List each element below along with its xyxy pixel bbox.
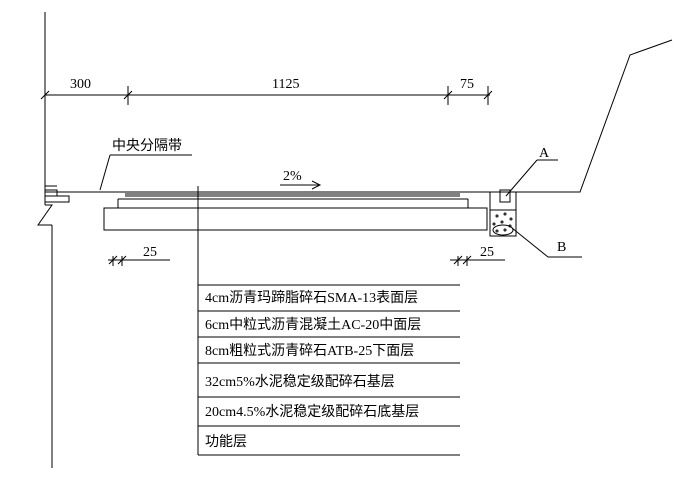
callout-b-leader: [511, 227, 582, 258]
side-slope: [516, 39, 673, 193]
bottom-dim-left: [108, 255, 170, 266]
dim-1125: 1125: [272, 77, 299, 92]
pavement-layers: [103, 193, 488, 231]
dim-75: 75: [460, 77, 474, 92]
dim-left-25: 25: [143, 245, 157, 260]
bottom-dim-right: [450, 255, 505, 266]
dim-300: 300: [70, 77, 91, 92]
layer-2-label: 6cm中粒式沥青混凝土AC-20中面层: [205, 317, 421, 333]
layer-schedule-lines: [197, 186, 460, 456]
top-dimension-line: [40, 86, 493, 105]
layer-1-label: 4cm沥青玛蹄脂碎石SMA-13表面层: [205, 289, 418, 306]
median-leader: [99, 154, 192, 191]
layer-3-label: 8cm粗粒式沥青碎石ATB-25下面层: [205, 343, 414, 359]
dim-right-25: 25: [480, 245, 494, 260]
drainage-structure: [489, 189, 517, 237]
median-label: 中央分隔带: [112, 138, 182, 154]
layer-6-label: 功能层: [205, 434, 247, 450]
median-block: [44, 185, 70, 203]
callout-b: B: [557, 240, 566, 255]
callout-a-leader: [505, 159, 558, 197]
callout-a: A: [539, 146, 550, 161]
layer-5-label: 20cm4.5%水泥稳定级配碎石底基层: [205, 403, 419, 420]
layer-4-label: 32cm5%水泥稳定级配碎石基层: [205, 373, 395, 390]
slope-label: 2%: [283, 169, 302, 184]
left-boundary: [37, 12, 53, 468]
road-surface: [45, 180, 490, 193]
